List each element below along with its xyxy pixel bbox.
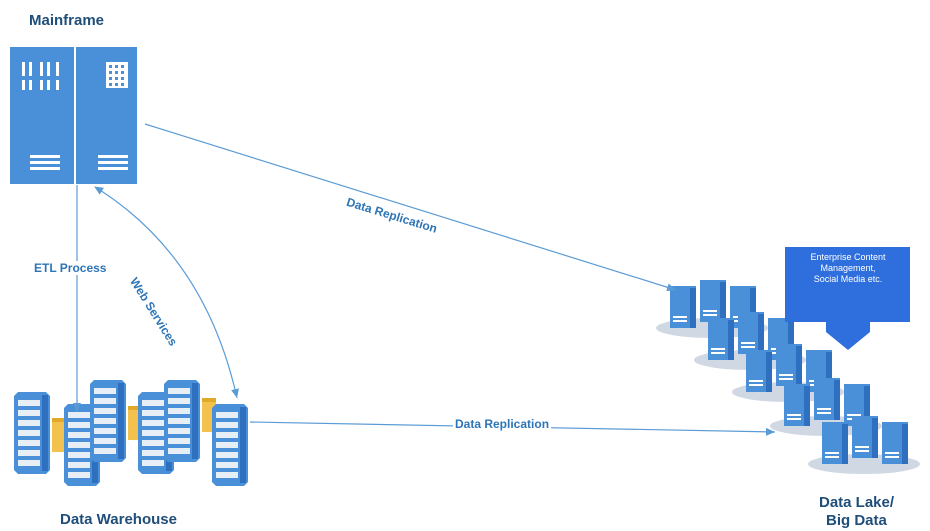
data-lake-label-line2: Big Data	[826, 512, 887, 529]
callout-line-1: Enterprise Content	[810, 252, 886, 262]
mainframe-icon	[10, 47, 137, 184]
data-warehouse-label: Data Warehouse	[60, 511, 177, 528]
replication-top-arrow	[144, 123, 677, 292]
replication-bottom-label: Data Replication	[453, 417, 552, 431]
data-warehouse-icon	[14, 380, 248, 486]
mainframe-label: Mainframe	[29, 12, 105, 29]
etl-process-label: ETL Process	[32, 261, 109, 275]
web-services-arrow	[94, 186, 239, 399]
callout-line-2: Management,	[820, 263, 876, 273]
content-sources-callout	[785, 247, 910, 350]
callout-text: Enterprise Content Management, Social Me…	[783, 252, 913, 285]
data-lake-label-line1: Data Lake/	[819, 494, 895, 511]
callout-line-3: Social Media etc.	[813, 274, 883, 284]
